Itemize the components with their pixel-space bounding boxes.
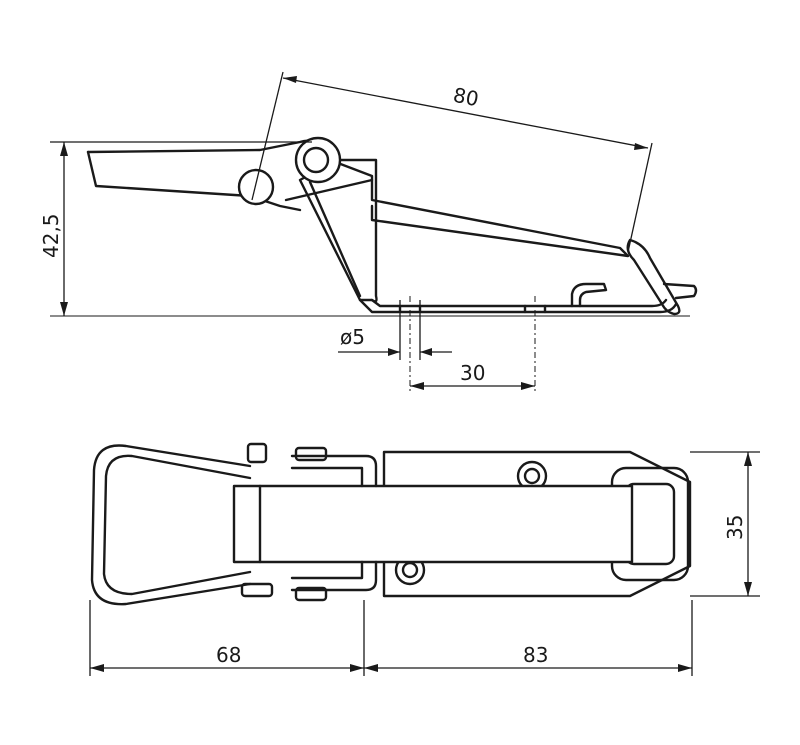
- hole-2: [523, 304, 547, 314]
- dim-83-label: 83: [523, 643, 548, 667]
- dim-hole-diameter-label: ø5: [340, 325, 365, 349]
- base-plate: [358, 298, 678, 314]
- dim-42-5: 42,5: [39, 141, 312, 316]
- handle-eye: [237, 168, 275, 206]
- dim-68: 68: [89, 600, 365, 676]
- mount-hole-2-inner: [401, 561, 419, 579]
- rivet-top: [246, 442, 268, 464]
- mount-hole-1-inner: [523, 467, 541, 485]
- hinge-bracket-top: [290, 454, 378, 488]
- wire-loop: [626, 238, 681, 316]
- dim-80-label: 80: [451, 83, 481, 111]
- upright-inner: [308, 180, 362, 298]
- dim-68-label: 68: [216, 643, 241, 667]
- base-plate-top: [382, 450, 692, 598]
- upright-bracket: [298, 158, 378, 303]
- dim-80-arrow-left: [283, 76, 297, 83]
- dim-80-arrow-right: [634, 143, 648, 150]
- dim-42-5-label: 42,5: [39, 213, 63, 258]
- side-view: [50, 136, 698, 392]
- wire-handle-inner: [102, 454, 252, 596]
- hinge-pin-top: [294, 446, 328, 462]
- top-view: [90, 442, 692, 606]
- dim-30: 30: [410, 361, 535, 390]
- wire-handle-outer: [90, 444, 252, 606]
- base-plate-hook: [570, 282, 608, 308]
- dim-30-label: 30: [460, 361, 485, 385]
- hinge-pin-bottom: [294, 586, 328, 602]
- dim-83: 83: [364, 600, 693, 676]
- lever-body: [232, 484, 634, 564]
- catch-tip: [662, 282, 698, 300]
- dim-hole-diameter: ø5: [338, 300, 452, 360]
- dim-35-label: 35: [723, 515, 747, 540]
- pivot-pin: [302, 146, 330, 174]
- rivet-bottom: [240, 582, 274, 598]
- dim-35: 35: [690, 451, 760, 597]
- lever-handle: [86, 139, 630, 258]
- hinge-bracket-bottom: [290, 560, 378, 592]
- dim-80: 80: [251, 71, 653, 253]
